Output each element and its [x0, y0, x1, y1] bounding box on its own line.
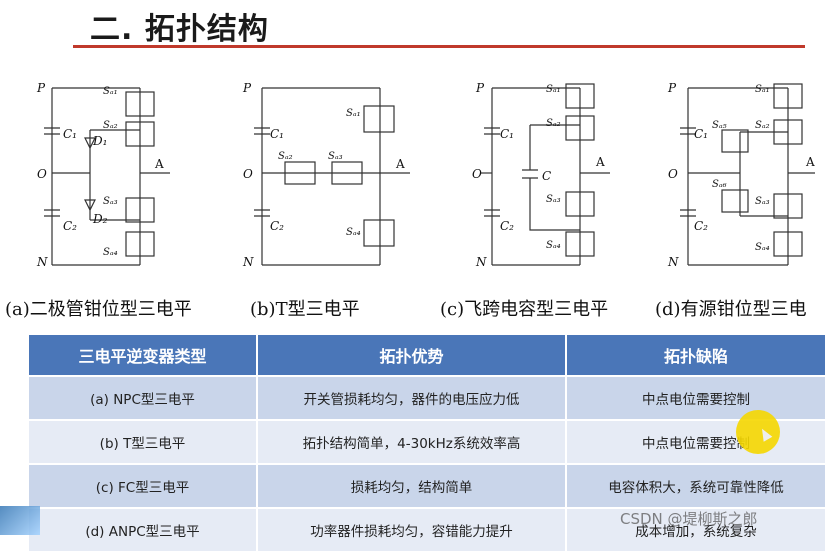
label-A-a: A [154, 157, 164, 171]
label-Sa1-a: Sₐ₁ [103, 86, 118, 97]
table-row: (a) NPC型三电平 开关管损耗均匀，器件的电压应力低 中点电位需要控制 [27, 375, 827, 421]
table-cell-defect: 中点电位需要控制 [565, 419, 827, 465]
table-row: (c) FC型三电平 损耗均匀，结构简单 电容体积大，系统可靠性降低 [27, 463, 827, 509]
caption-npc: (a)二极管钳位型三电平 [5, 299, 192, 320]
table-cell-advantage: 功率器件损耗均匀，容错能力提升 [256, 507, 567, 553]
column-header-advantage: 拓扑优势 [256, 333, 567, 377]
table-cell-type: (b) T型三电平 [27, 419, 258, 465]
label-O-a: O [37, 167, 47, 181]
label-Sa2-c: Sₐ₂ [546, 118, 561, 129]
npc-circuit [44, 87, 170, 266]
anpc-circuit [680, 83, 815, 266]
label-Sa2-d: Sₐ₂ [755, 120, 770, 131]
label-P-a: P [36, 81, 46, 95]
table-row: (b) T型三电平 拓扑结构简单，4-30kHz系统效率高 中点电位需要控制 [27, 419, 827, 465]
label-N-c: N [475, 255, 487, 269]
table-cell-advantage: 损耗均匀，结构简单 [256, 463, 567, 509]
table-cell-defect: 电容体积大，系统可靠性降低 [565, 463, 827, 509]
label-O-c: O [472, 167, 482, 181]
label-C1-a: C₁ [63, 127, 77, 141]
caption-flying-capacitor: (c)飞跨电容型三电平 [440, 299, 609, 320]
label-Sa2-b: Sₐ₂ [278, 151, 293, 162]
label-D2-a: D₂ [92, 212, 108, 226]
label-A-d: A [805, 155, 815, 169]
watermark-text: CSDN @堤柳斯之郎 [620, 510, 758, 528]
table-header-row: 三电平逆变器类型 拓扑优势 拓扑缺陷 [27, 333, 827, 377]
label-C2-d: C₂ [694, 219, 708, 233]
label-Sa4-b: Sₐ₄ [346, 227, 361, 238]
caption-anpc: (d)有源钳位型三电 [655, 299, 807, 320]
label-Sa4-c: Sₐ₄ [546, 240, 561, 251]
label-D1-a: D₁ [92, 134, 107, 148]
label-C1-b: C₁ [270, 127, 284, 141]
label-C-c: C [542, 169, 551, 183]
label-Sa2-a: Sₐ₂ [103, 120, 118, 131]
table-cell-defect: 中点电位需要控制 [565, 375, 827, 421]
label-Sa4-d: Sₐ₄ [755, 242, 770, 253]
label-P-c: P [475, 81, 485, 95]
label-Sa6-d: Sₐ₆ [712, 179, 727, 190]
title-underline [73, 45, 805, 48]
slide-corner-decoration [0, 506, 40, 535]
label-P-b: P [242, 81, 252, 95]
cursor-highlight [736, 410, 780, 454]
label-Sa1-d: Sₐ₁ [755, 84, 770, 95]
table-cell-advantage: 开关管损耗均匀，器件的电压应力低 [256, 375, 567, 421]
label-N-b: N [242, 255, 254, 269]
table-cell-type: (a) NPC型三电平 [27, 375, 258, 421]
column-header-defect: 拓扑缺陷 [565, 333, 827, 377]
label-P-d: P [667, 81, 677, 95]
label-A-b: A [395, 157, 405, 171]
label-Sa5-d: Sₐ₅ [712, 120, 727, 131]
label-Sa3-a: Sₐ₃ [103, 196, 118, 207]
column-header-type: 三电平逆变器类型 [27, 333, 258, 377]
caption-t-type: (b)T型三电平 [250, 299, 360, 320]
label-C2-c: C₂ [500, 219, 514, 233]
label-O-b: O [243, 167, 253, 181]
label-C2-b: C₂ [270, 219, 284, 233]
t-type-circuit [254, 87, 410, 266]
label-C2-a: C₂ [63, 219, 77, 233]
label-Sa3-d: Sₐ₃ [755, 196, 770, 207]
label-A-c: A [595, 155, 605, 169]
label-O-d: O [668, 167, 678, 181]
table-cell-type: (c) FC型三电平 [27, 463, 258, 509]
label-Sa1-c: Sₐ₁ [546, 84, 561, 95]
label-Sa1-b: Sₐ₁ [346, 108, 361, 119]
label-N-d: N [667, 255, 679, 269]
label-C1-d: C₁ [694, 127, 708, 141]
label-Sa3-c: Sₐ₃ [546, 194, 561, 205]
label-Sa3-b: Sₐ₃ [328, 151, 343, 162]
table-cell-type: (d) ANPC型三电平 [27, 507, 258, 553]
label-C1-c: C₁ [500, 127, 514, 141]
label-Sa4-a: Sₐ₄ [103, 247, 118, 258]
table-cell-advantage: 拓扑结构简单，4-30kHz系统效率高 [256, 419, 567, 465]
topology-diagrams: P O N C₁ C₂ D₁ D₂ Sₐ₁ Sₐ₂ Sₐ₃ Sₐ₄ A P O … [36, 81, 815, 269]
flying-capacitor-circuit [480, 83, 610, 266]
label-N-a: N [36, 255, 48, 269]
slide-title: 二. 拓扑结构 [90, 12, 269, 47]
